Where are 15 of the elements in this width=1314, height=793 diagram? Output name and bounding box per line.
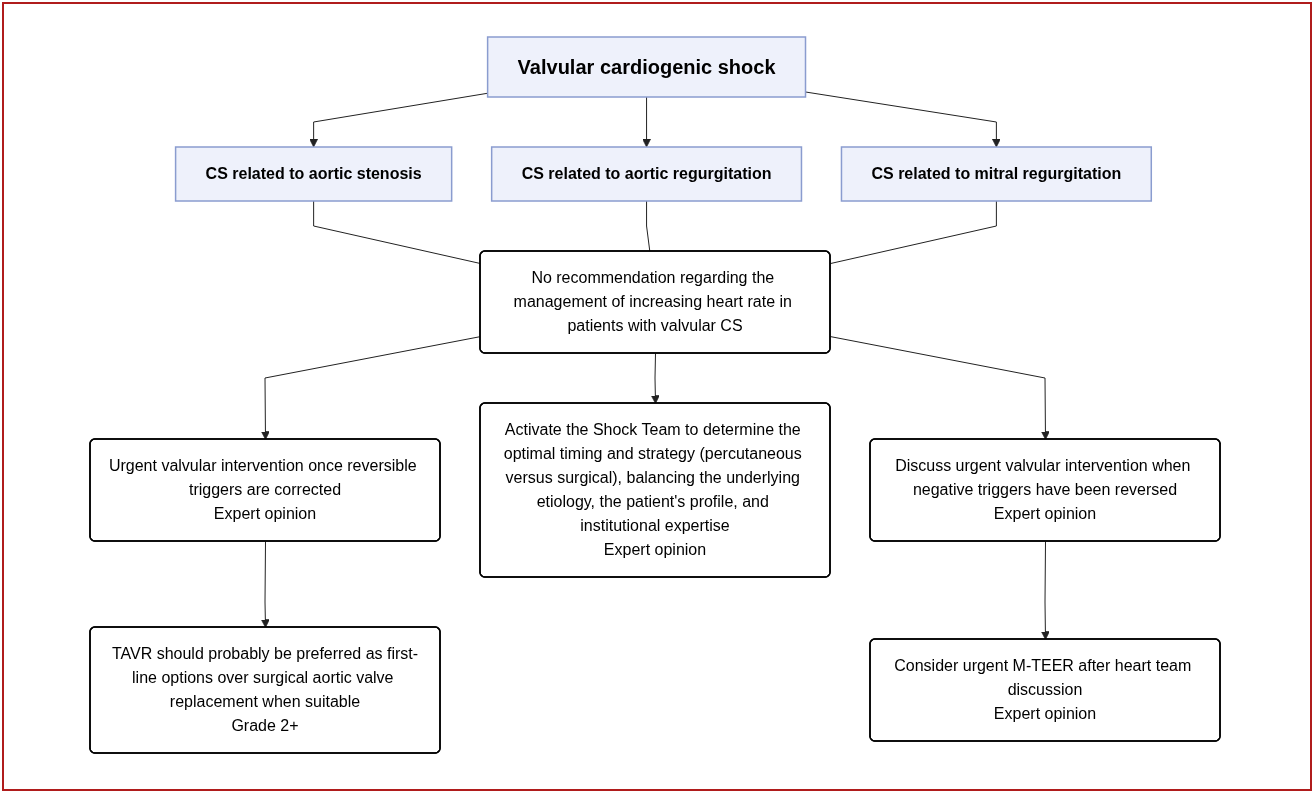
arrow: [260, 540, 270, 628]
node-box: Valvular cardiogenic shock: [486, 35, 807, 98]
arrow: [830, 335, 1050, 440]
arrow: [1041, 540, 1050, 640]
node-box: CS related to mitral regurgitation: [840, 145, 1153, 202]
connector: [830, 200, 997, 264]
arrow: [650, 352, 660, 404]
node-box: CS related to aortic stenosis: [174, 145, 453, 202]
node-box: CS related to aortic regurgitation: [490, 145, 803, 202]
arrow: [309, 92, 489, 147]
connector: [313, 200, 481, 264]
arrow: [805, 91, 1001, 147]
arrow: [642, 96, 651, 147]
connector: [646, 200, 651, 252]
arrow: [261, 335, 481, 440]
